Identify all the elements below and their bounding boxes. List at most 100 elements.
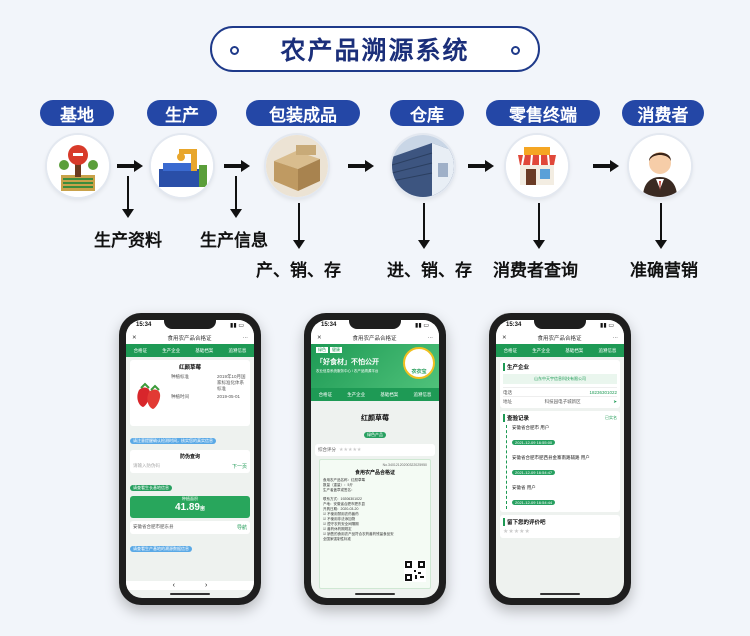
timeline-item: 安徽省合肥市 用户 2021-12-09 16:55:00 [512, 425, 617, 449]
more-icon[interactable]: ··· [612, 335, 619, 341]
phone-mockup-brand: 15:34▮▮ ▭ ✕ 食用农产品合格证 ··· 绿色 健康 「好食材」不怕公开… [304, 313, 446, 605]
product-tag: 绿色产品 [364, 432, 386, 438]
flow-arrow-3 [348, 160, 374, 172]
phone2-screen: 15:34▮▮ ▭ ✕ 食用农产品合格证 ··· 绿色 健康 「好食材」不怕公开… [311, 320, 439, 598]
tab-certificate[interactable]: 合格证 [318, 391, 333, 397]
anti-fake-input[interactable]: 请输入防伪码 [133, 463, 160, 468]
navigate-arrow-icon[interactable]: ➤ [613, 399, 617, 404]
verified-badge: 已实名 [605, 415, 617, 420]
down-arrow-6 [655, 203, 667, 249]
tab-certificate[interactable]: 合格证 [503, 347, 518, 353]
rating-stars-icon[interactable]: ★★★★★ [339, 447, 362, 453]
next-page-button[interactable]: 下一页 [231, 464, 247, 470]
close-icon[interactable]: ✕ [502, 335, 507, 341]
planting-area-label: 种植面积 [182, 496, 198, 501]
stage-label-packaging: 包装成品 [246, 100, 360, 126]
down-arrow-2 [230, 176, 242, 218]
certificate-document: No.34012120200322025950 食用农产品合格证 食用农产品名称… [319, 459, 431, 589]
planting-area-value: 41.89 [174, 502, 200, 513]
home-indicator [170, 593, 210, 595]
banner-subtitle: 农业信息系统服务中心 / 农产品溯源平台 [316, 369, 379, 373]
rating-label: 综合评分 [318, 447, 336, 452]
output-production-materials: 生产资料 [94, 231, 162, 250]
down-arrow-3 [293, 203, 305, 249]
signal-battery-icon: ▮▮ ▭ [415, 323, 429, 329]
home-indicator [355, 593, 395, 595]
farm-base-icon [47, 135, 109, 197]
stage-label-production: 生产 [147, 100, 217, 126]
brand-chip: 健康 [330, 347, 342, 353]
brand-logo-icon: 农衣宝 [403, 347, 435, 379]
cert-title: 食用农产品合格证 [354, 470, 395, 476]
down-arrow-1 [122, 176, 134, 218]
close-icon[interactable]: ✕ [132, 335, 137, 341]
title-ring-right-icon [511, 46, 520, 55]
cert-lines: 食用农产品名称：红颜草莓 数量（重量）：5斤 生产者盖章或签名： 联系方式：19… [323, 478, 394, 541]
review-section-title: 留下您的评价吧 [503, 518, 617, 526]
review-card: 留下您的评价吧 ★★★★★ [500, 515, 620, 538]
tab-trace[interactable]: 追溯信息 [228, 347, 247, 353]
timeline-item: 安徽省 用户 2021-12-09 16:54:44 [512, 485, 617, 509]
brand-chip: 绿色 [316, 347, 328, 353]
phone-mockup-certificate: 15:34 ▮▮ ▭ ✕ 食用农产品合格证 ··· 合格证 生产企业 基础档案 追… [119, 313, 261, 605]
anti-fake-title: 防伪查询 [179, 454, 200, 460]
inspection-section-title: 查验记录 [503, 414, 529, 422]
back-icon[interactable]: ‹ [172, 582, 175, 589]
navigate-button[interactable]: 导航 [236, 525, 247, 531]
retail-store-icon [506, 135, 568, 197]
tab-company[interactable]: 生产企业 [162, 347, 181, 353]
down-arrow-5 [533, 203, 545, 249]
phone-label: 电话 [503, 390, 512, 395]
nav-title: 食用农产品合格证 [352, 336, 397, 342]
notice-bar: 请注意提醒确认检测时间，核实您的真实信息 [130, 438, 216, 444]
status-time: 15:34 [136, 322, 152, 328]
nav-title: 食用农产品合格证 [537, 336, 582, 342]
nav-title: 食用农产品合格证 [167, 336, 212, 342]
flow-arrow-2 [224, 160, 250, 172]
production-machine-icon [151, 135, 213, 197]
bottom-notice: 请查看生产基地的溯源数据信息 [130, 546, 192, 552]
tab-archive[interactable]: 基础档案 [565, 347, 584, 353]
forward-icon[interactable]: › [205, 582, 208, 589]
flow-arrow-4 [468, 160, 494, 172]
stage-label-base: 基地 [40, 100, 114, 126]
qr-code-icon[interactable] [404, 560, 426, 582]
page-title: 农产品溯源系统 [280, 37, 470, 65]
phone3-screen: 15:34▮▮ ▭ ✕ 食用农产品合格证 ··· 合格证 生产企业 基础档案 追… [496, 320, 624, 598]
inspection-card: 查验记录 已实名 安徽省合肥市 用户 2021-12-09 16:55:00 安… [500, 411, 620, 512]
packaged-boxes-icon [266, 135, 328, 197]
company-card: 生产企业 山东中天宇信息科技有限公司 电话 18236301022 地址 科技园… [500, 360, 620, 408]
flow-arrow-5 [593, 160, 619, 172]
anti-fake-card: 防伪查询 请输入防伪码 下一页 [130, 450, 250, 473]
phone-value[interactable]: 18236301022 [589, 390, 617, 395]
tab-certificate[interactable]: 合格证 [133, 347, 148, 353]
status-time: 15:34 [506, 322, 522, 328]
more-icon[interactable]: ··· [427, 335, 434, 341]
tab-archive[interactable]: 基础档案 [195, 347, 214, 353]
close-icon[interactable]: ✕ [317, 335, 322, 341]
down-arrow-4 [418, 203, 430, 249]
warehouse-icon [392, 135, 454, 197]
planting-area-panel: 种植面积 41.89亩 [130, 496, 250, 518]
tab-trace[interactable]: 追溯信息 [598, 347, 617, 353]
more-icon[interactable]: ··· [242, 335, 249, 341]
tab-bar: 合格证 生产企业 基础档案 追溯信息 [311, 388, 439, 401]
inspection-timeline: 安徽省合肥市 用户 2021-12-09 16:55:00 安徽省合肥市肥西县金… [506, 425, 617, 509]
output-precise-marketing: 准确营销 [630, 261, 698, 280]
tab-company[interactable]: 生产企业 [532, 347, 551, 353]
tab-company[interactable]: 生产企业 [347, 391, 366, 397]
signal-battery-icon: ▮▮ ▭ [230, 323, 244, 329]
company-section-title: 生产企业 [503, 363, 617, 371]
planting-area-unit: 亩 [200, 506, 206, 512]
output-produce-sell-stock: 产、销、存 [256, 261, 341, 280]
tab-bar: 合格证 生产企业 基础档案 追溯信息 [496, 344, 624, 357]
review-stars-icon[interactable]: ★★★★★ [503, 529, 530, 535]
title-banner: 农产品溯源系统 [210, 26, 540, 72]
tab-archive[interactable]: 基础档案 [380, 391, 399, 397]
product-name: 红颜草莓 [361, 415, 389, 422]
flow-arrow-1 [117, 160, 143, 172]
stage-label-consumer: 消费者 [622, 100, 704, 126]
address-label: 地址 [503, 399, 512, 404]
tab-trace[interactable]: 追溯信息 [413, 391, 432, 397]
